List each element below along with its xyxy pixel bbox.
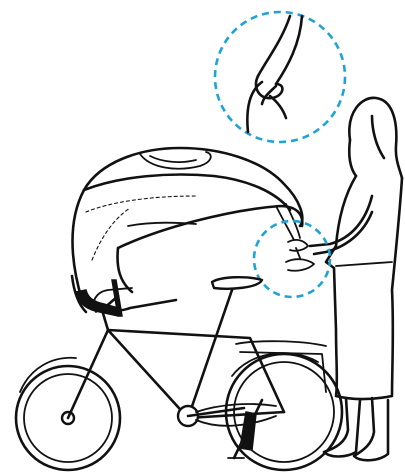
woman-figure: [310, 98, 402, 460]
strap-hook-detail-icon: [247, 16, 302, 132]
detail-callout: [215, 12, 345, 142]
saddle: [212, 277, 262, 289]
bicycle: [16, 277, 342, 470]
hand-callout: [254, 221, 330, 297]
woman-dress: [326, 176, 402, 399]
woman-arm: [310, 196, 372, 246]
